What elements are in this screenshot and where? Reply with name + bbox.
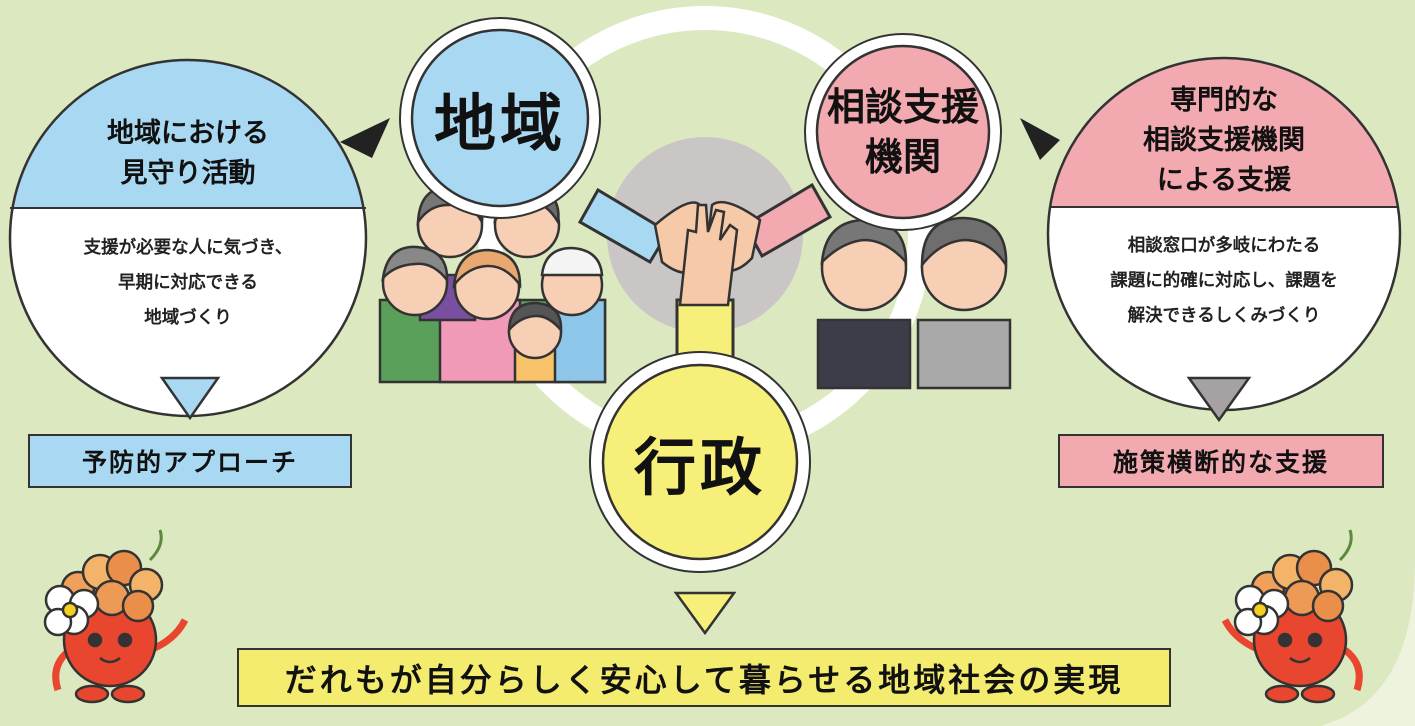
counselors-icon [816,216,1012,390]
soudan-circle [815,44,991,220]
down-arrow-icon [1186,376,1252,423]
gyousei-circle-label: 行政 [633,431,766,504]
hands-joined-icon [577,182,833,364]
right-bubble-title: 専門的な 相談支援機関 による支援 [1143,85,1305,196]
bottom-goal-label: だれもが自分らしく安心して暮らせる地域社会の実現 [237,648,1171,707]
left-bubble-body: 支援が必要な人に気づき、 早期に対応できる 地域づくり [83,237,293,328]
corner-decoration [1320,560,1415,726]
mascot-character-icon [1221,529,1363,704]
residents-group-icon [378,184,607,384]
chiiki-circle [410,28,590,208]
soudan-circle-label: 相談支援 機関 [826,85,979,179]
right-bubble-shape [1020,56,1402,412]
left-bubble-title: 地域における 見守り活動 [107,118,269,189]
right-label-cross-policy-support: 施策横断的な支援 [1058,434,1384,488]
gyousei-circle [601,363,799,561]
down-arrow-icon [673,591,737,636]
flower-icon [1233,584,1290,637]
left-label-preventive-approach: 予防的アプローチ [28,434,352,488]
mascot-character-icon [43,529,189,704]
chiiki-circle-label: 地域 [433,87,566,160]
down-arrow-icon [159,376,221,421]
right-bubble-body: 相談窓口が多岐にわたる 課題に的確に対応し、課題を 解決できるしくみづくり [1110,235,1338,326]
flower-icon [43,584,100,637]
